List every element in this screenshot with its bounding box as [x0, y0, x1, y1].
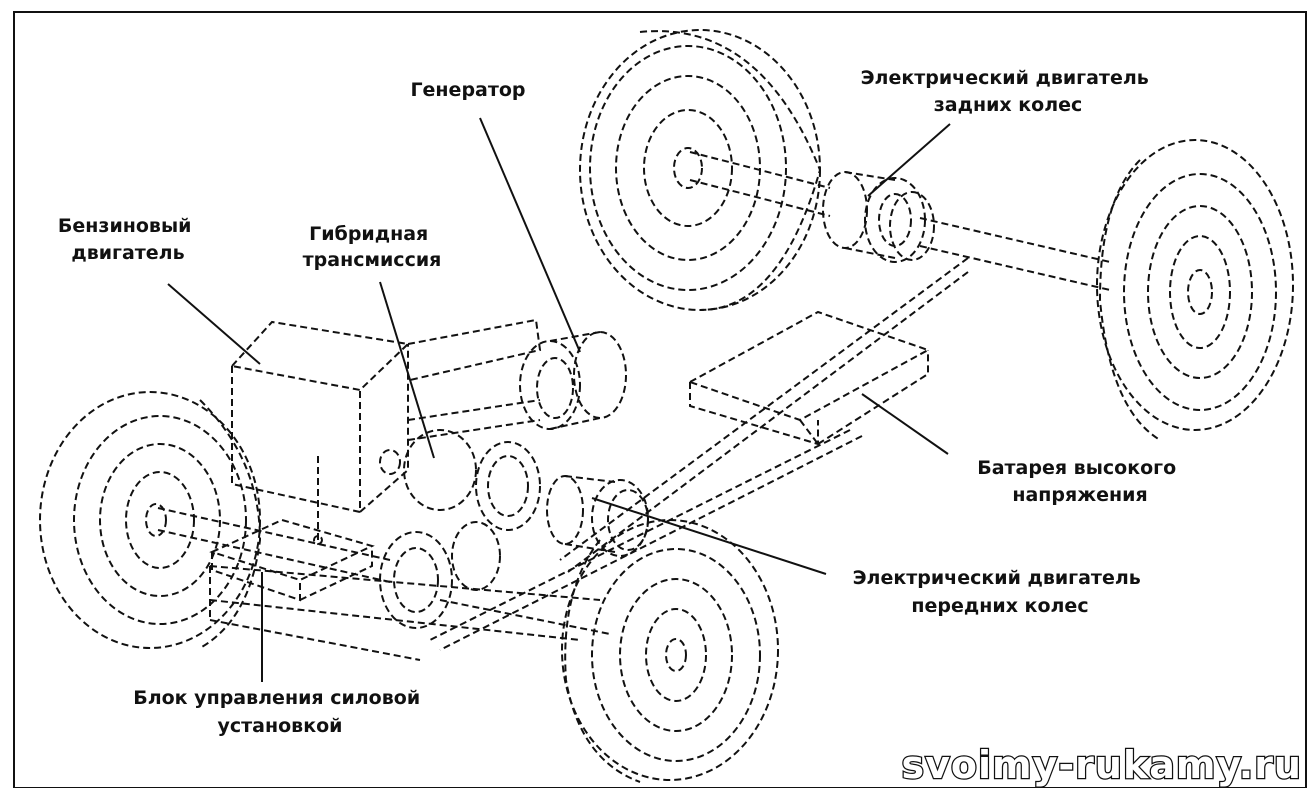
label-gasoline-engine: Бензиновый двигатель	[58, 215, 198, 264]
label-control-unit: Блок управления силовой установкой	[133, 687, 427, 737]
rear-axle	[689, 151, 1111, 291]
leader-gasoline-engine	[167, 283, 261, 365]
watermark: svoimy-rukamy.ru	[902, 743, 1302, 787]
leader-battery	[861, 393, 949, 455]
leader-lines	[167, 117, 951, 682]
label-front-motor: Электрический двигатель передних колес	[853, 567, 1148, 617]
front-axle	[157, 507, 611, 635]
label-generator: Генератор	[410, 79, 525, 101]
chassis-lines	[209, 257, 969, 661]
label-hybrid-transmission: Гибридная трансмиссия	[303, 223, 442, 271]
frame-border	[13, 11, 1307, 789]
generator-unit	[407, 331, 627, 441]
rear-right-wheel	[1096, 139, 1294, 441]
rear-electric-motor	[822, 171, 935, 263]
power-control-unit	[209, 518, 375, 602]
front-left-wheel	[39, 391, 262, 649]
label-battery: Батарея высокого напряжения	[977, 457, 1183, 506]
leader-front-motor	[591, 497, 827, 575]
front-right-wheel	[561, 519, 779, 783]
leader-generator	[479, 117, 581, 353]
gasoline-engine-block	[230, 318, 542, 545]
label-rear-motor: Электрический двигатель задних колес	[861, 67, 1156, 116]
rear-left-wheel	[579, 29, 822, 311]
leader-transmission	[379, 281, 435, 459]
front-electric-motor	[546, 475, 649, 557]
high-voltage-battery	[687, 310, 931, 446]
leader-rear-motor	[867, 123, 951, 197]
hybrid-transmission-gears	[379, 429, 541, 629]
